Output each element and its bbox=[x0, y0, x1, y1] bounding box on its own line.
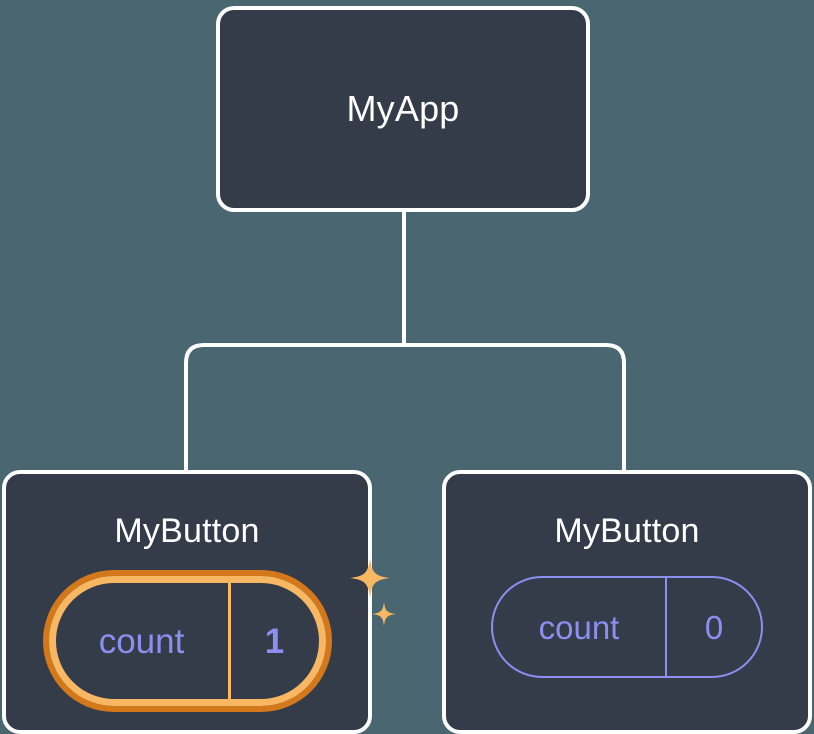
state-value-right: 0 bbox=[665, 578, 761, 676]
state-pill-right-wrapper: count 0 bbox=[446, 576, 808, 678]
node-mybutton-left[interactable]: MyButton count 1 bbox=[2, 470, 396, 734]
state-value-left: 1 bbox=[227, 583, 319, 699]
state-pill-right[interactable]: count 0 bbox=[491, 576, 763, 678]
connector-branch-bar bbox=[184, 343, 626, 470]
node-mybutton-left-title: MyButton bbox=[114, 512, 260, 550]
state-pill-left-highlighted[interactable]: count 1 bbox=[48, 576, 326, 706]
state-key-label-right: count bbox=[538, 608, 620, 646]
state-pill-left-wrapper: count 1 bbox=[6, 558, 396, 706]
node-mybutton-right[interactable]: MyButton count 0 bbox=[442, 470, 812, 734]
node-myapp-title: MyApp bbox=[346, 88, 460, 129]
node-myapp[interactable]: MyApp bbox=[216, 6, 590, 212]
node-mybutton-right-title: MyButton bbox=[554, 512, 700, 550]
state-key-label-left: count bbox=[98, 621, 185, 661]
